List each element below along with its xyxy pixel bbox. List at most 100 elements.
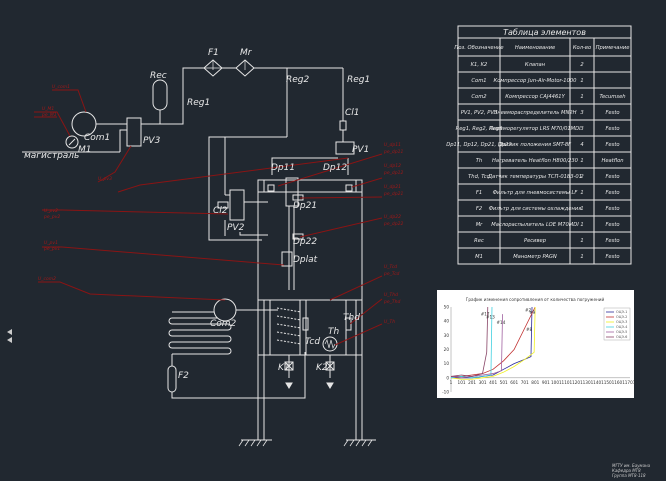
tag-pe-tcd: pe_Tcd — [383, 271, 400, 277]
title-stamp: МГТУ им. Баумана Кафедра МТ8 Группа МТ8-… — [612, 463, 651, 478]
legend-label: ОЦЭ-5 — [616, 330, 627, 334]
pv3-valve-icon — [126, 117, 142, 147]
x-tick-label: 401 — [489, 380, 497, 385]
table-title: Таблица элементов — [503, 28, 586, 37]
signal-leaders — [34, 89, 383, 346]
x-tick-label: 1501 — [604, 380, 615, 385]
table-cell: Festo — [605, 206, 619, 212]
resistance-chart: График изменения сопротивления от количе… — [437, 290, 636, 398]
x-tick-label: 1 — [450, 380, 453, 385]
table-header-cell: Примечание — [596, 45, 630, 51]
table-cell: M1 — [475, 254, 483, 260]
table-cell: Датчик положения SMT-8F — [498, 142, 572, 148]
label-dplat: Dplat — [293, 255, 318, 265]
x-tick-label: 701 — [521, 380, 529, 385]
chart-annotation: #2 — [525, 307, 532, 312]
series-line — [450, 306, 536, 380]
table-cell: Reg1, Reg2, Reg3 — [456, 126, 503, 132]
chart-annotation: #9 — [529, 310, 536, 315]
label-reg2: Reg2 — [286, 75, 310, 85]
x-tick-label: 1001 — [551, 380, 562, 385]
tag-pe-dp21: pe_dp21 — [383, 191, 403, 197]
label-cl2: Cl2 — [213, 206, 228, 216]
x-tick-label: 901 — [542, 380, 550, 385]
y-tick-label: 0 — [446, 375, 449, 380]
label-k1: K1 — [278, 363, 290, 373]
table-cell: 1 — [580, 238, 583, 244]
com2-compressor-icon — [213, 298, 237, 322]
table-cell: Festo — [605, 126, 619, 132]
table-cell: Ресивер — [524, 238, 547, 244]
table-cell: 4 — [580, 142, 583, 148]
legend-label: ОЦЭ-1 — [616, 310, 627, 314]
table-cell: Манометр PAGN — [513, 254, 557, 260]
table-cell: Com1 — [471, 78, 486, 84]
table-cell: Компрессор Jun-Air-Motor-1000 — [494, 78, 578, 84]
label-dp22: Dp22 — [293, 237, 317, 247]
label-com1: Com1 — [84, 133, 110, 143]
tag-u-pv2: U_pv2 — [44, 208, 58, 214]
table-cell: Rec — [474, 238, 484, 244]
label-pv1: PV1 — [352, 145, 369, 155]
label-tcd: Tcd — [305, 337, 320, 347]
y-tick-label: 40 — [444, 319, 450, 324]
tag-u-tcd: U_Tcd — [384, 264, 397, 270]
table-cell: Festo — [605, 238, 619, 244]
chart-annotation: #14 — [497, 320, 506, 325]
label-reg1-right: Reg1 — [347, 75, 370, 85]
table-cell: 3 — [580, 126, 583, 132]
rec-receiver-icon — [152, 79, 168, 111]
table-cell: Пневморегулятор LRS M70/01MDI — [489, 126, 581, 132]
table-cell: PV1, PV2, PV3 — [461, 110, 498, 116]
table-cell: Festo — [605, 110, 619, 116]
x-tick-label: 501 — [500, 380, 508, 385]
y-tick-label: 30 — [444, 333, 450, 338]
chart-annotation: #8 — [526, 327, 533, 332]
label-th: Th — [328, 327, 339, 337]
legend-label: ОЦЭ-3 — [616, 320, 627, 324]
stamp-line-3: Группа МТ8-118 — [612, 473, 646, 478]
tag-pe-dp12: pe_dp12 — [383, 170, 403, 176]
tag-pe-pv2: pe_pv2 — [43, 214, 60, 220]
table-cell: Маслораспылитель LOE M70MDI — [491, 222, 579, 228]
label-mr: Mr — [240, 48, 253, 58]
label-dp12: Dp12 — [323, 163, 347, 173]
x-tick-label: 201 — [468, 380, 476, 385]
x-tick-label: 1201 — [572, 380, 583, 385]
tag-u-dp12: U_dp12 — [384, 163, 401, 169]
label-pv3: PV3 — [143, 136, 161, 146]
pv1-valve-icon — [335, 141, 355, 155]
y-tick-label: 10 — [444, 361, 450, 366]
series-line — [450, 306, 489, 377]
x-tick-label: 101 — [458, 380, 466, 385]
table-cell: Датчик температуры TCП-0183-01 — [487, 174, 582, 180]
label-cl1: Cl1 — [345, 108, 360, 118]
label-dp11: Dp11 — [271, 163, 295, 173]
tag-u-thd: U_Thd — [384, 292, 398, 298]
table-cell: Tecumseh — [599, 94, 625, 100]
tag-pe-dp11: pe_dp11 — [383, 149, 403, 155]
table-cell: Th — [476, 158, 482, 164]
table-cell: Thd, Tcd — [468, 174, 490, 180]
table-cell: Festo — [605, 174, 619, 180]
table-cell: 1 — [580, 94, 583, 100]
stamp-line-2: Кафедра МТ8 — [612, 468, 641, 473]
table-cell: 2 — [580, 174, 583, 180]
table-cell: Компрессор CAJ4461Y — [505, 94, 565, 100]
table-cell: Com2 — [471, 94, 486, 100]
legend-label: ОЦЭ-2 — [616, 315, 627, 319]
table-cell: Фильтр для системы охлаждения — [489, 206, 582, 212]
table-cell: 2 — [580, 62, 583, 68]
table-header-cell: Кол-во — [573, 45, 591, 51]
com1-compressor-icon — [71, 111, 97, 137]
series-line — [450, 306, 493, 379]
x-tick-label: 801 — [531, 380, 539, 385]
table-header-cell: Поз. Обозначение — [454, 45, 503, 51]
table-row: Com2 Компрессор CAJ4461Y 1 Tecumseh — [471, 94, 625, 100]
tag-pe-dp22: pe_dp22 — [383, 221, 403, 227]
